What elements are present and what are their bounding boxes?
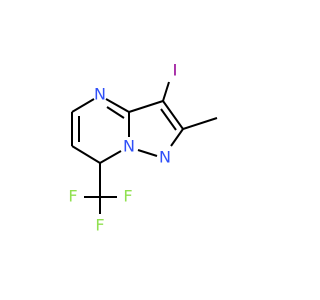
bond-c3-to-iodine — [162, 81, 170, 102]
fluorine-left-label: F — [68, 187, 77, 206]
bonds — [71, 81, 218, 214]
atom-labels: I N N N F F F — [68, 61, 177, 235]
bond-c3a-to-n-top-double — [106, 106, 125, 119]
nitrogen-top-label: N — [94, 85, 106, 104]
bond-c3-to-c2-double — [160, 108, 177, 131]
bond-c3a-to-c3 — [128, 100, 164, 113]
bond-c3-to-c2 — [162, 100, 184, 130]
bond-c7-to-n-bridge — [99, 150, 122, 164]
fluorine-right-label: F — [123, 187, 132, 206]
nitrogen-bridge-label: N — [123, 137, 135, 156]
bond-c2-to-n-right — [170, 128, 184, 147]
bond-n-top-to-c5 — [71, 98, 95, 113]
structure-canvas: I N N N F F F — [68, 60, 218, 235]
bond-c2-to-methyl — [182, 117, 218, 130]
nitrogen-right-label: N — [159, 148, 171, 167]
bond-n-right-to-n-bridge — [137, 149, 158, 157]
bond-c6-to-c7 — [71, 145, 101, 164]
bond-c3a-to-n-top — [105, 98, 130, 113]
molecule-structure: I N N N F F F — [68, 61, 218, 235]
iodine-label: I — [173, 61, 178, 80]
fluorine-bottom-label: F — [95, 216, 104, 235]
